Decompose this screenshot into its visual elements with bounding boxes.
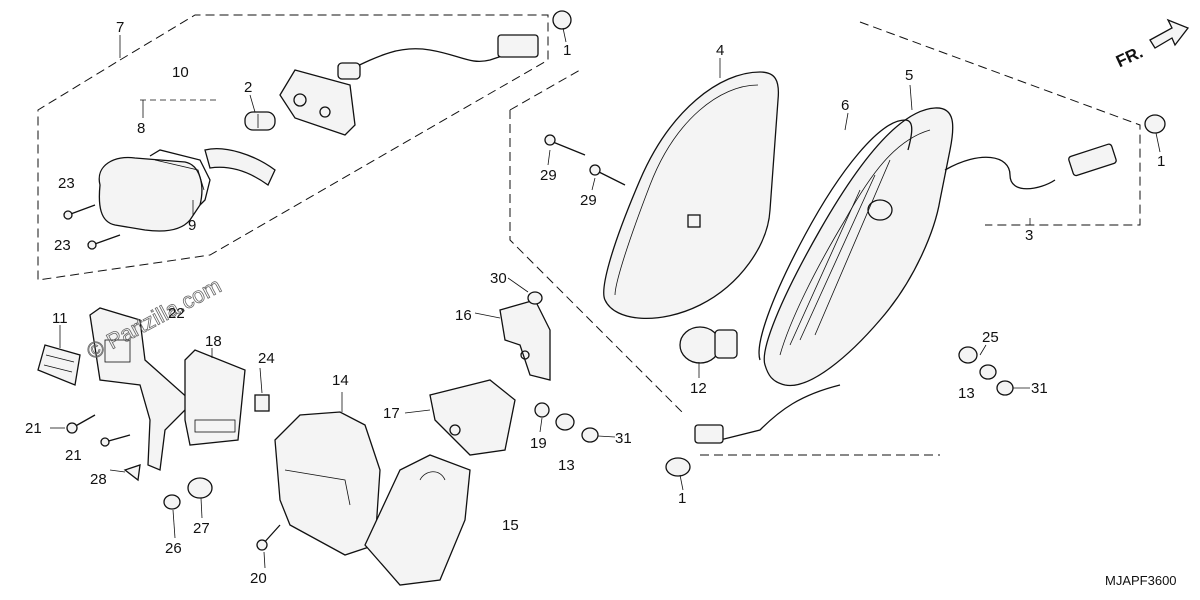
license-light-housing xyxy=(98,149,211,232)
callout-26: 26 xyxy=(165,540,182,557)
bolt-21 xyxy=(66,414,96,434)
callout-14: 14 xyxy=(332,372,349,389)
bracket-17 xyxy=(429,379,516,456)
callout-19: 19 xyxy=(530,435,547,452)
callout-13a: 13 xyxy=(558,457,575,474)
callout-21a: 21 xyxy=(25,420,42,437)
bolt-20 xyxy=(256,524,281,551)
callout-1b: 1 xyxy=(1157,153,1165,170)
nut-30 xyxy=(527,291,543,305)
bulb-small xyxy=(244,111,276,131)
grommet-1b xyxy=(1144,114,1166,134)
front-direction-indicator: FR. xyxy=(1113,18,1190,72)
callout-10: 10 xyxy=(172,64,189,81)
callout-31a: 31 xyxy=(615,430,632,447)
tail-light-seal xyxy=(758,119,913,361)
grommet-1c xyxy=(665,457,691,477)
callout-1a: 1 xyxy=(563,42,571,59)
diagram-code: MJAPF3600 xyxy=(1105,573,1177,588)
callout-27: 27 xyxy=(193,520,210,537)
callout-20: 20 xyxy=(250,570,267,587)
callout-18: 18 xyxy=(205,333,222,350)
screw-29a xyxy=(544,134,586,156)
tail-light-housing xyxy=(763,107,954,387)
callout-9: 9 xyxy=(188,217,196,234)
socket-bracket xyxy=(279,69,356,136)
callout-1c: 1 xyxy=(678,490,686,507)
group-boundary-tail-light xyxy=(509,21,1141,456)
callout-5: 5 xyxy=(905,67,913,84)
screw-23b xyxy=(87,234,121,250)
callout-17: 17 xyxy=(383,405,400,422)
bulb-large xyxy=(679,326,738,364)
leader-lines xyxy=(50,27,1161,569)
rear-fender-14 xyxy=(274,411,381,556)
callout-13b: 13 xyxy=(958,385,975,402)
callout-28: 28 xyxy=(90,471,107,488)
bracket-16 xyxy=(499,299,551,381)
callout-25: 25 xyxy=(982,329,999,346)
callout-24: 24 xyxy=(258,350,275,367)
callout-15: 15 xyxy=(502,517,519,534)
license-plate-bracket-18 xyxy=(184,349,246,446)
callout-7: 7 xyxy=(116,19,124,36)
group-boundary-license-light xyxy=(37,14,549,281)
license-lens-cover xyxy=(204,148,276,186)
license-bracket xyxy=(89,307,191,471)
callout-21b: 21 xyxy=(65,447,82,464)
direction-label: FR. xyxy=(1113,43,1146,72)
splash-guard-15 xyxy=(364,454,471,586)
reflector xyxy=(37,344,81,386)
grommet-26-27 xyxy=(163,477,213,510)
wire-harness-tail xyxy=(694,143,1117,444)
callout-30: 30 xyxy=(490,270,507,287)
bolt-28 xyxy=(100,434,141,482)
screw-23a xyxy=(63,204,96,220)
wire-harness-license xyxy=(337,34,539,80)
callout-23a: 23 xyxy=(58,175,75,192)
callout-11: 11 xyxy=(52,310,68,327)
callout-16: 16 xyxy=(455,307,472,324)
callout-6: 6 xyxy=(841,97,849,114)
nut-25-13-31 xyxy=(958,346,1014,396)
callout-23b: 23 xyxy=(54,237,71,254)
tail-light-lens xyxy=(603,71,780,320)
clip-24 xyxy=(254,394,270,412)
callout-labels: 1 1 1 2 3 4 5 6 7 8 9 10 11 12 13 13 14 … xyxy=(25,19,1165,587)
grommet-1a xyxy=(552,10,572,30)
washer-19-13-31 xyxy=(534,402,599,443)
callout-3: 3 xyxy=(1025,227,1033,244)
callout-4: 4 xyxy=(716,42,724,59)
callout-2: 2 xyxy=(244,79,252,96)
callout-12: 12 xyxy=(690,380,707,397)
callout-31b: 31 xyxy=(1031,380,1048,397)
callout-22: 22 xyxy=(168,305,185,322)
callout-8: 8 xyxy=(137,120,145,137)
callout-29b: 29 xyxy=(580,192,597,209)
screw-29b xyxy=(589,164,626,186)
callout-29a: 29 xyxy=(540,167,557,184)
